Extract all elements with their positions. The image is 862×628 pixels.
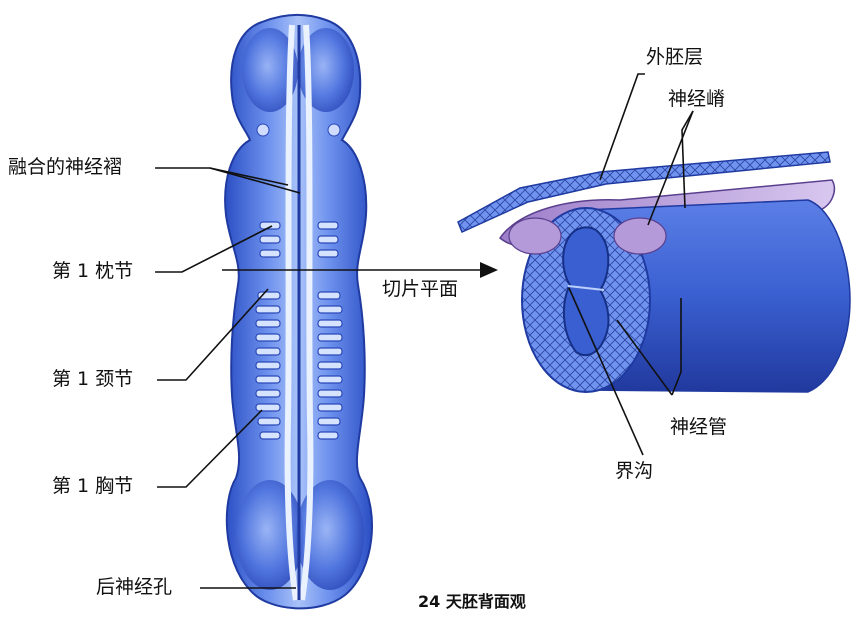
ectoderm-sheet [457, 151, 831, 234]
section-illustration [457, 151, 851, 393]
label-posterior-neuropore: 后神经孔 [96, 576, 173, 598]
otic-pit-right [327, 123, 341, 137]
label-neural-tube: 神经管 [670, 416, 728, 438]
leader-crest-a [647, 110, 694, 226]
figure-caption: 24 天胚背面观 [418, 592, 526, 611]
neural-fold-left [284, 24, 299, 601]
leader-crest-b [681, 110, 694, 209]
sulcus-mark [567, 285, 605, 291]
head-lobe-right [298, 28, 354, 112]
label-section-plane: 切片平面 [382, 278, 459, 300]
label-thoracic-somite-1: 第 1 胸节 [52, 475, 134, 497]
neural-fold-right [299, 24, 314, 601]
neural-crest-left [508, 217, 562, 255]
leader-sulcus [568, 287, 644, 456]
label-cervical-somite-1: 第 1 颈节 [52, 368, 134, 390]
otic-pit-left [256, 123, 270, 137]
label-fused-neural-folds: 融合的神经褶 [8, 156, 123, 178]
leader-lines [155, 73, 694, 589]
head-lobe-left [242, 28, 298, 112]
leader-thoracic [157, 409, 263, 488]
leader-ectoderm [599, 73, 645, 181]
label-occipital-somite-1: 第 1 枕节 [52, 260, 134, 282]
leader-fused-folds-2 [209, 167, 289, 186]
label-sulcus-limitans: 界沟 [615, 460, 654, 482]
label-ectoderm: 外胚层 [646, 46, 704, 68]
leader-tube-a [616, 319, 673, 396]
leader-cervical [157, 288, 269, 381]
label-neural-crest: 神经嵴 [668, 88, 726, 110]
neural-canal [562, 226, 610, 357]
neural-crest-right [613, 217, 667, 255]
section-arrow-head [480, 262, 498, 278]
embryo-illustration [224, 13, 373, 610]
leader-tube-b [671, 298, 682, 396]
leader-occipital [155, 225, 273, 273]
tail-lobe-right [296, 480, 364, 590]
somites [255, 221, 343, 440]
